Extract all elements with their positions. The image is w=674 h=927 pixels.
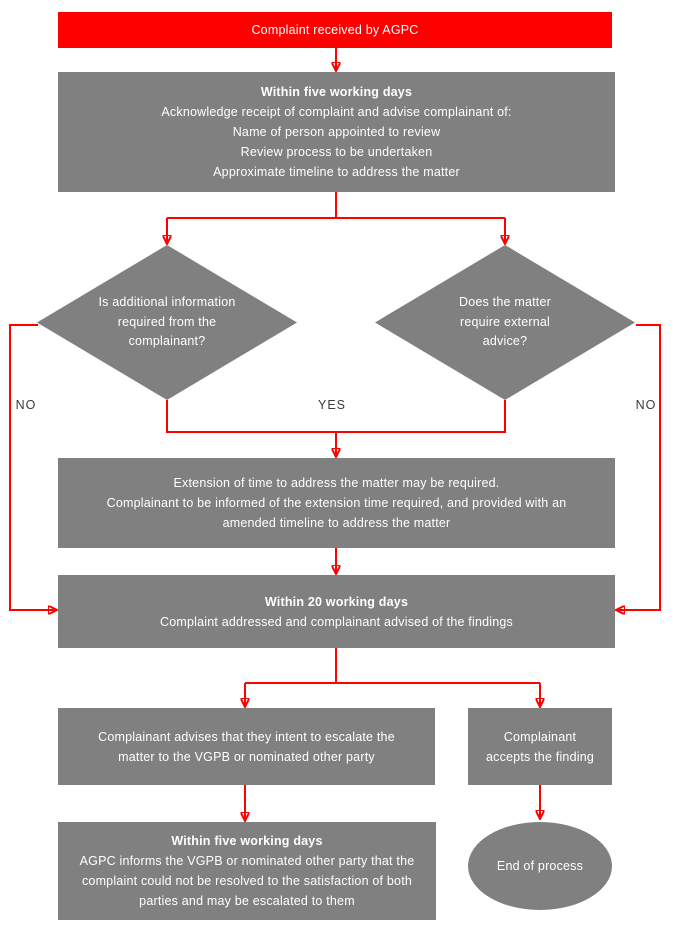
decision-external-advice-label: Does the matter require external advice?	[459, 295, 551, 349]
extension-line2: Complainant to be informed of the extens…	[106, 496, 567, 530]
acknowledge-line: Name of person appointed to review	[232, 125, 441, 139]
acknowledge-title: Within five working days	[260, 85, 413, 99]
node-inform-vgpb: Within five working days AGPC informs th…	[58, 822, 436, 920]
edge-label-no-left: NO	[15, 398, 37, 412]
accepts-finding-label: Complainant accepts the finding	[485, 729, 595, 764]
node-acknowledge: Within five working days Acknowledge rec…	[58, 72, 615, 192]
node-decision-external-advice: Does the matter require external advice?	[375, 245, 635, 400]
connector-acknowledge-split	[167, 192, 505, 219]
node-within-20-days: Within 20 working days Complaint address…	[58, 575, 615, 648]
connector-within20-split	[245, 648, 540, 684]
acknowledge-line: Approximate timeline to address the matt…	[213, 165, 460, 179]
inform-vgpb-line: AGPC informs the VGPB or nominated other…	[79, 854, 415, 908]
node-decision-additional-info: Is additional information required from …	[37, 245, 297, 400]
connector-no-left	[9, 324, 56, 610]
extension-line1: Extension of time to address the matter …	[173, 476, 500, 490]
start-banner-label: Complaint received by AGPC	[251, 23, 419, 37]
within-20-days-title: Within 20 working days	[264, 594, 409, 609]
decision-additional-info-label: Is additional information required from …	[98, 295, 236, 349]
connector-no-right	[617, 324, 661, 610]
end-of-process-label: End of process	[496, 859, 584, 873]
edge-label-yes: YES	[317, 398, 346, 412]
node-extension: Extension of time to address the matter …	[58, 458, 615, 548]
node-start-banner: Complaint received by AGPC	[58, 12, 612, 48]
within-20-days-line: Complaint addressed and complainant advi…	[160, 614, 513, 629]
inform-vgpb-title: Within five working days	[171, 834, 323, 848]
acknowledge-line: Acknowledge receipt of complaint and adv…	[161, 105, 512, 119]
edge-label-no-right: NO	[635, 398, 657, 412]
acknowledge-line: Review process to be undertaken	[240, 145, 433, 159]
node-escalate: Complainant advises that they intent to …	[58, 708, 435, 785]
node-accepts-finding: Complainant accepts the finding	[468, 708, 612, 785]
escalate-label: Complainant advises that they intent to …	[98, 729, 395, 764]
node-end-of-process: End of process	[468, 822, 612, 910]
